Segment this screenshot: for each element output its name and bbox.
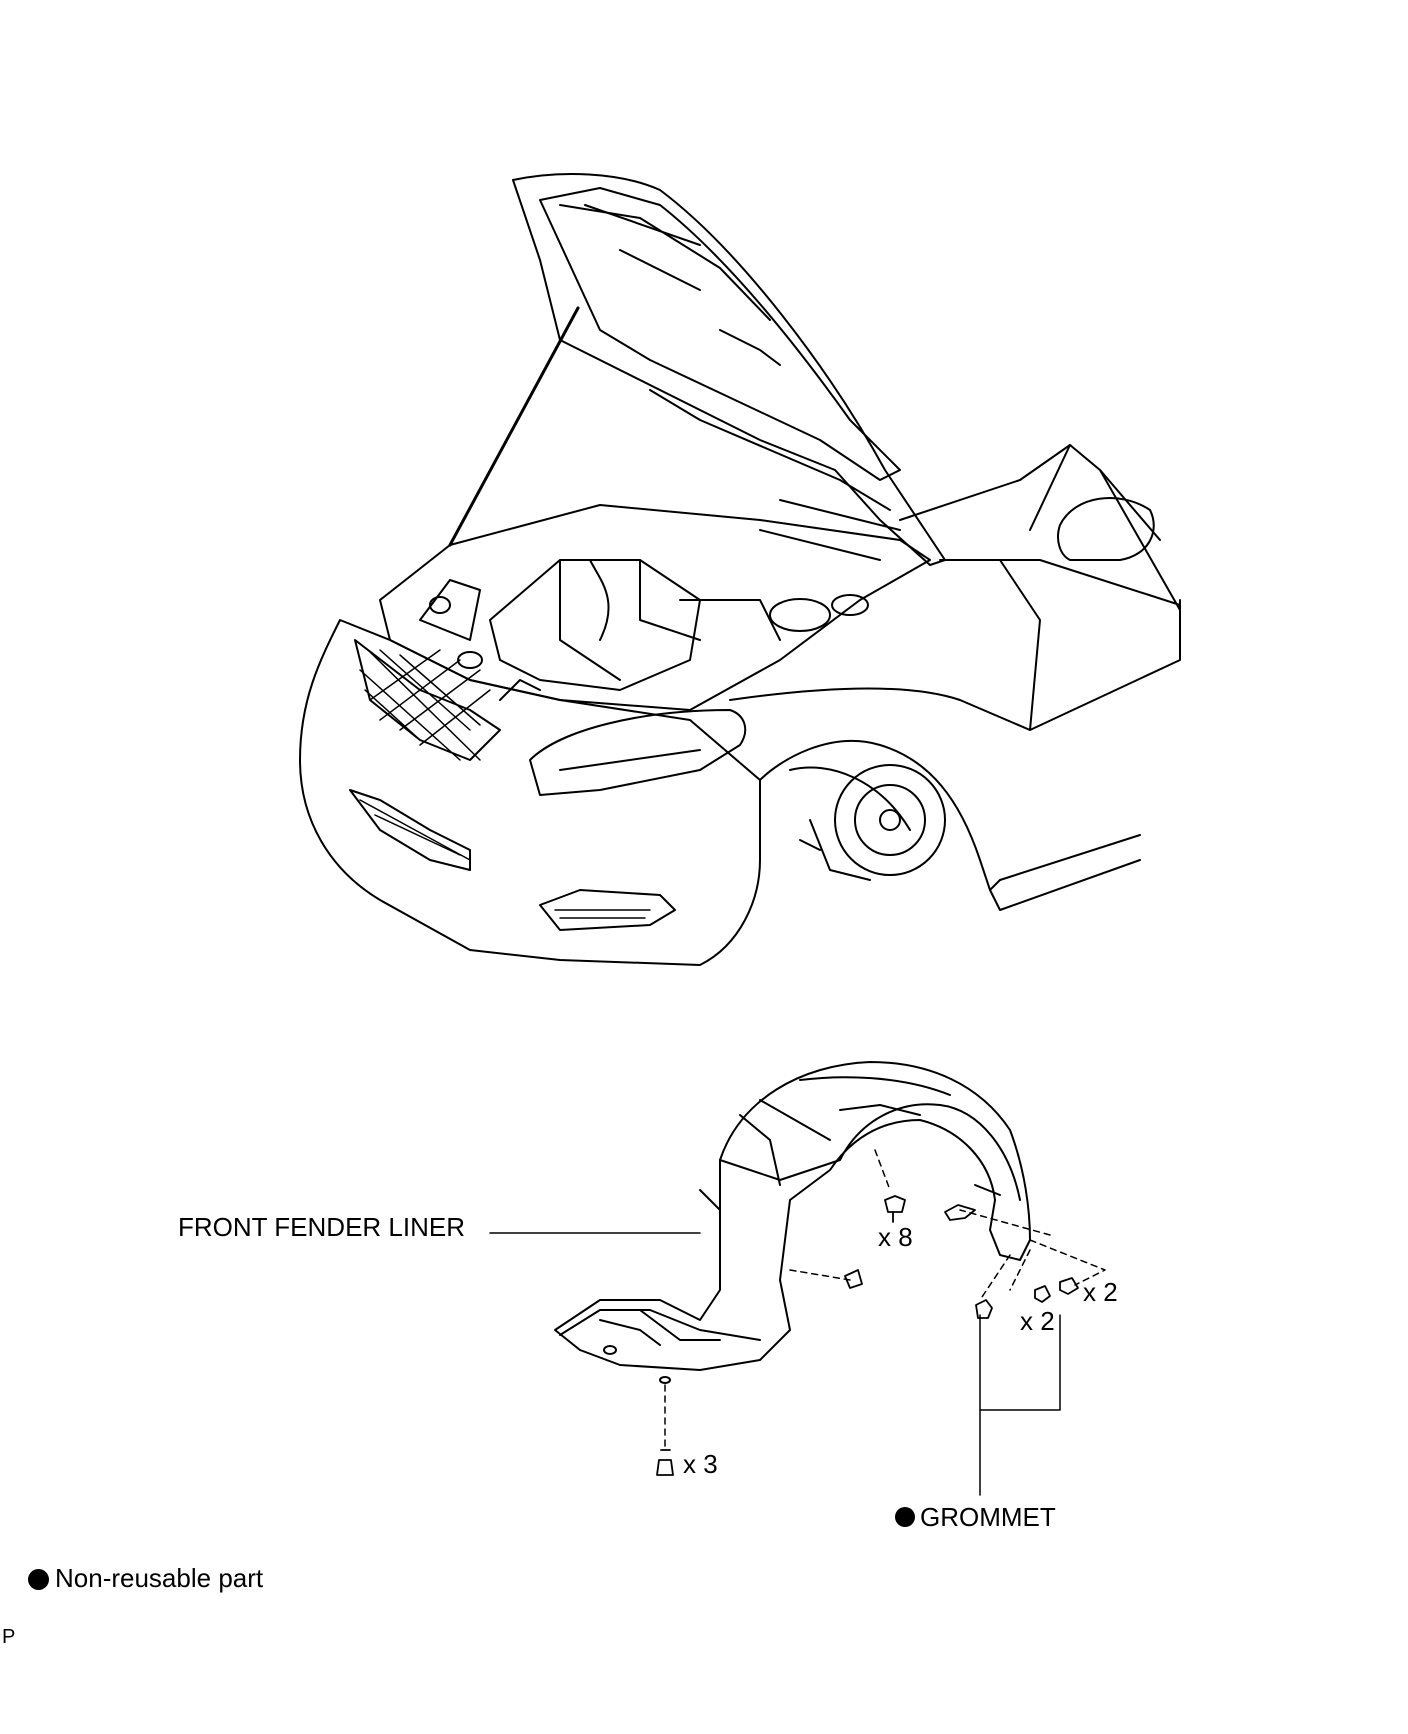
bolt-icon xyxy=(1059,1277,1079,1295)
engine-bay xyxy=(379,504,931,711)
side-mirror xyxy=(1057,497,1155,561)
screw-icon xyxy=(844,1269,863,1289)
clip-icon xyxy=(1034,1285,1051,1303)
hood-stay xyxy=(448,306,580,547)
headlight xyxy=(529,709,747,796)
count-clip-top: x 8 xyxy=(878,1222,913,1252)
front-fender xyxy=(759,739,1001,891)
label-grommet: GROMMET xyxy=(920,1502,1056,1532)
body-side xyxy=(1029,599,1181,731)
legend-non-reusable: Non-reusable part xyxy=(28,1563,263,1593)
hood-outer xyxy=(512,173,946,566)
wheel-hub xyxy=(799,764,946,881)
front-bumper xyxy=(299,619,761,966)
corner-mark: P xyxy=(2,1626,16,1648)
bolt-icon xyxy=(944,1204,976,1221)
windshield xyxy=(899,444,1181,611)
clip-icon xyxy=(884,1195,906,1223)
grommet-icon xyxy=(975,1299,993,1319)
lower-grille xyxy=(349,789,471,871)
count-grommet-clip: x 2 xyxy=(1020,1306,1055,1336)
hood-inner xyxy=(539,187,901,481)
label-front-fender-liner: FRONT FENDER LINER xyxy=(178,1212,465,1242)
fender-liner-illustration xyxy=(554,1061,1031,1384)
legend-non-reusable-text: Non-reusable part xyxy=(55,1563,264,1593)
fender-liner xyxy=(554,1061,1031,1371)
count-bottom-screw: x 3 xyxy=(683,1449,718,1479)
bolt-icon xyxy=(656,1449,674,1476)
fasteners xyxy=(656,1195,1079,1476)
filled-circle-icon xyxy=(28,1569,49,1590)
count-screw-right: x 2 xyxy=(1083,1277,1118,1307)
callout-lines xyxy=(489,1149,1106,1496)
car-illustration xyxy=(299,173,1181,966)
grommet-nonreusable-dot xyxy=(895,1507,915,1527)
fog-lamp xyxy=(539,889,676,931)
